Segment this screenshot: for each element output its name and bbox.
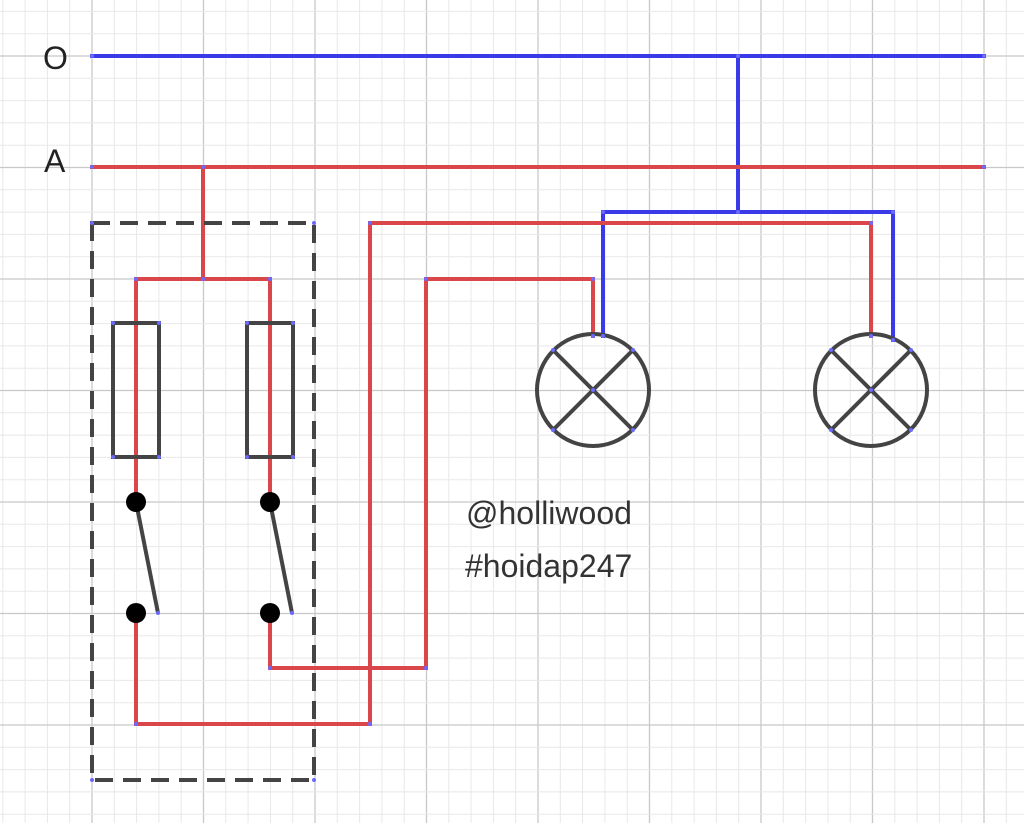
vertex-points <box>90 54 986 782</box>
vertex-point <box>268 666 272 670</box>
switch-1 <box>126 492 160 623</box>
wire-switch-2-to-lamp-1 <box>268 277 595 670</box>
vertex-point <box>201 165 205 169</box>
vertex-point <box>111 321 115 325</box>
vertex-point <box>134 722 138 726</box>
vertex-point <box>591 388 595 392</box>
switch-1-top-terminal <box>126 492 146 512</box>
fuse-2 <box>245 321 295 459</box>
neutral-wires <box>90 54 986 342</box>
vertex-point <box>201 277 205 281</box>
vertex-point <box>312 221 316 225</box>
vertex-point <box>982 54 986 58</box>
switch-1-blade <box>134 501 160 614</box>
vertex-point <box>424 277 428 281</box>
vertex-point <box>601 210 605 214</box>
vertex-point <box>368 221 372 225</box>
switch-2 <box>260 492 294 623</box>
vertex-point <box>245 321 249 325</box>
vertex-point <box>631 428 635 432</box>
vertex-point <box>982 165 986 169</box>
watermark-handle: @holliwood <box>466 495 632 531</box>
vertex-point <box>424 666 428 670</box>
neutral-line-label: O <box>43 40 68 76</box>
vertex-point <box>157 321 161 325</box>
vertex-point <box>869 388 873 392</box>
vertex-point <box>829 428 833 432</box>
vertex-point <box>869 221 873 225</box>
vertex-point <box>111 455 115 459</box>
switch-2-top-terminal <box>260 492 280 512</box>
vertex-point <box>551 348 555 352</box>
vertex-point <box>891 210 895 214</box>
vertex-point <box>829 348 833 352</box>
vertex-point <box>591 334 595 338</box>
fuse-1 <box>111 321 161 459</box>
switch-2-blade <box>268 501 294 614</box>
vertex-point <box>90 221 94 225</box>
phase-line-label: A <box>44 143 66 179</box>
vertex-point <box>601 334 605 338</box>
phase-wires <box>90 165 986 726</box>
vertex-point <box>245 455 249 459</box>
vertex-point <box>736 210 740 214</box>
watermark-tag: #hoidap247 <box>465 548 633 584</box>
vertex-point <box>90 778 94 782</box>
vertex-point <box>312 778 316 782</box>
vertex-point <box>591 277 595 281</box>
wire-switch-1-to-lamp-2 <box>134 221 873 726</box>
vertex-point <box>156 611 160 615</box>
vertex-point <box>134 277 138 281</box>
vertex-point <box>291 455 295 459</box>
vertex-point <box>891 338 895 342</box>
vertex-point <box>869 334 873 338</box>
vertex-point <box>290 611 294 615</box>
vertex-point <box>90 165 94 169</box>
vertex-point <box>736 54 740 58</box>
vertex-point <box>551 428 555 432</box>
vertex-point <box>157 455 161 459</box>
switch-2-bottom-terminal <box>260 603 280 623</box>
vertex-point <box>368 722 372 726</box>
vertex-point <box>268 277 272 281</box>
vertex-point <box>291 321 295 325</box>
vertex-point <box>909 348 913 352</box>
vertex-point <box>909 428 913 432</box>
vertex-point <box>631 348 635 352</box>
switch-1-bottom-terminal <box>126 603 146 623</box>
vertex-point <box>90 54 94 58</box>
